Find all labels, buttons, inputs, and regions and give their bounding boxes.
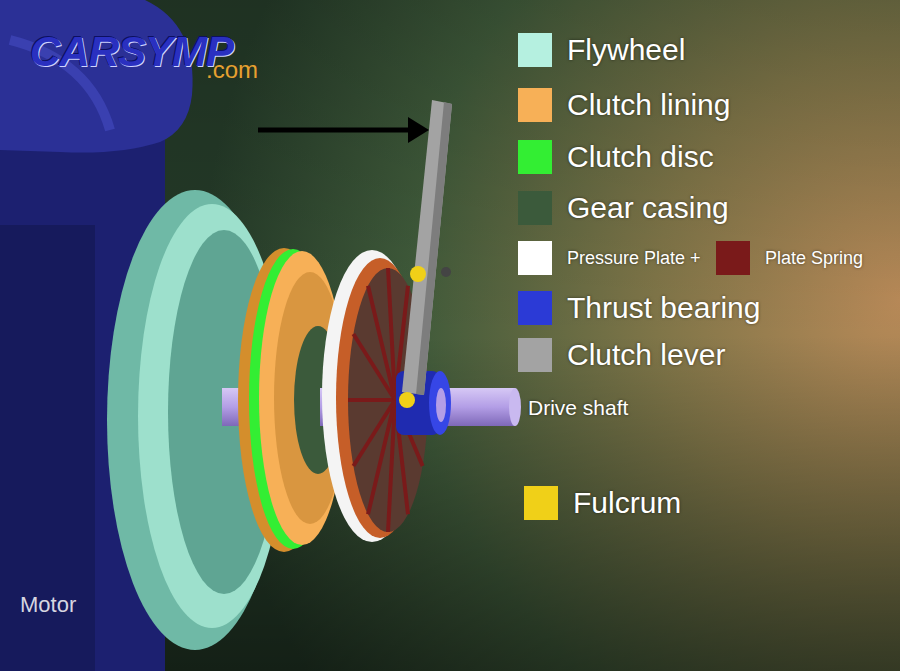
legend-entry: Flywheel: [518, 32, 685, 68]
push-arrow: [258, 117, 429, 143]
legend-entry: Thrust bearing: [518, 290, 760, 326]
legend-entry: Clutch disc: [518, 139, 714, 175]
legend-entry: Pressure Plate +: [518, 240, 701, 276]
part-label: Motor: [20, 592, 76, 618]
part-label: Drive shaft: [528, 396, 628, 420]
clutch-lever: [402, 100, 452, 395]
legend-swatch: [518, 88, 552, 122]
legend-swatch: [518, 291, 552, 325]
legend-label: Thrust bearing: [567, 291, 760, 325]
watermark: .com: [206, 56, 258, 84]
legend-swatch: [716, 241, 750, 275]
watermark: CARSYMP: [30, 28, 233, 76]
legend-label: Pressure Plate +: [567, 248, 701, 269]
legend-swatch: [518, 241, 552, 275]
legend-entry: Clutch lining: [518, 87, 730, 123]
legend-swatch: [518, 191, 552, 225]
legend-label: Fulcrum: [573, 486, 681, 520]
legend-label: Clutch lining: [567, 88, 730, 122]
legend-label: Clutch lever: [567, 338, 725, 372]
legend-label: Clutch disc: [567, 140, 714, 174]
legend-swatch: [518, 33, 552, 67]
legend-swatch: [518, 140, 552, 174]
legend-label: Flywheel: [567, 33, 685, 67]
legend-entry: Clutch lever: [518, 337, 725, 373]
legend-label: Gear casing: [567, 191, 729, 225]
legend-entry: Plate Spring: [716, 240, 863, 276]
legend-swatch: [524, 486, 558, 520]
legend-swatch: [518, 338, 552, 372]
legend-entry: Fulcrum: [524, 485, 681, 521]
legend-label: Plate Spring: [765, 248, 863, 269]
fulcrum: [399, 266, 451, 408]
legend-entry: Gear casing: [518, 190, 729, 226]
